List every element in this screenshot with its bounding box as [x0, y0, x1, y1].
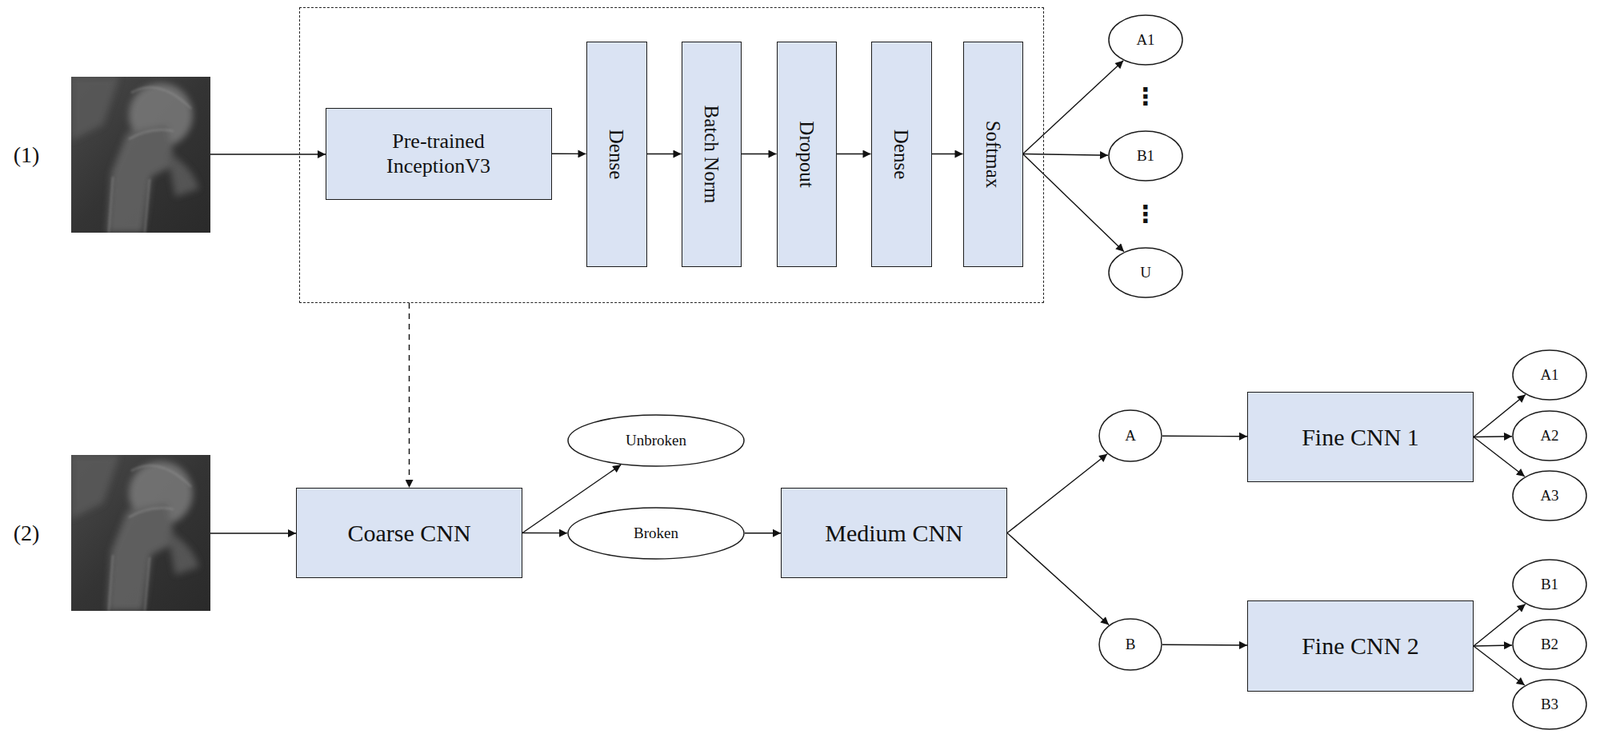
connector-arrow — [932, 153, 964, 155]
node-label: A1 — [1540, 366, 1559, 385]
class-ellipse: A3 — [1512, 470, 1588, 522]
class-ellipse: B — [1098, 618, 1163, 672]
class-ellipse: A1 — [1108, 14, 1184, 66]
node-label: B1 — [1540, 576, 1559, 595]
row-number: (2) — [13, 520, 40, 548]
process-box: Fine CNN 1 — [1247, 392, 1474, 483]
input-arrow — [210, 532, 296, 534]
node-label: Softmax — [980, 120, 1005, 188]
class-ellipse: Unbroken — [567, 414, 745, 468]
node-label: A3 — [1540, 487, 1559, 506]
node-label: Dropout — [794, 120, 819, 188]
node-label: B2 — [1540, 636, 1559, 655]
connector-arrow — [1023, 60, 1124, 155]
layer-box: Dense — [586, 41, 648, 268]
connector-arrow — [1023, 154, 1109, 156]
connector-arrow — [552, 153, 587, 155]
node-label: Dense — [604, 128, 628, 179]
row-number: (1) — [13, 141, 40, 169]
connector-arrow — [1473, 645, 1512, 647]
label-slot: ⋮ — [1133, 200, 1158, 229]
class-ellipse: A1 — [1512, 349, 1588, 401]
label-slot: (2) — [13, 520, 40, 548]
class-ellipse: Broken — [567, 507, 745, 560]
layer-box: Batch Norm — [681, 41, 742, 268]
ellipsis-dots: ⋮ — [1133, 200, 1158, 229]
class-ellipse: U — [1108, 247, 1184, 299]
class-ellipse: B2 — [1512, 619, 1588, 671]
node-label: U — [1140, 264, 1152, 283]
connector-arrow — [1162, 436, 1248, 438]
connector-arrow — [408, 303, 410, 488]
node-label: B — [1125, 636, 1136, 655]
node-label: A2 — [1540, 427, 1559, 446]
connector-arrow — [522, 532, 568, 535]
process-box: Medium CNN — [780, 488, 1008, 579]
connector-arrow — [1162, 644, 1248, 647]
model-group: Pre-trained InceptionV3 Dense Batch Norm Dr… — [299, 7, 1044, 304]
node-label: Unbroken — [625, 432, 687, 451]
connector-arrow — [744, 532, 781, 534]
connector-arrow — [1473, 436, 1512, 438]
node-label: A1 — [1136, 31, 1155, 50]
class-ellipse: A2 — [1512, 410, 1588, 462]
node-label: Broken — [633, 524, 679, 544]
layer-box: Dropout — [776, 41, 837, 268]
connector-arrow — [1007, 454, 1108, 534]
ellipsis-dots: ⋮ — [1133, 82, 1158, 112]
label-slot: (1) — [13, 141, 40, 169]
class-ellipse: A — [1098, 409, 1163, 463]
layer-box: Dense — [871, 41, 932, 268]
node-label: Fine CNN 1 — [1301, 423, 1420, 452]
connector-arrow — [1023, 154, 1124, 252]
connector-arrow — [1007, 533, 1109, 626]
connector-arrow — [647, 153, 682, 155]
connector-arrow — [836, 153, 872, 155]
process-box: Coarse CNN — [296, 488, 523, 579]
process-box: Pre-trained InceptionV3 — [325, 108, 552, 200]
connector-arrow — [741, 153, 777, 155]
node-label: Fine CNN 2 — [1301, 632, 1420, 661]
node-label: Medium CNN — [824, 519, 964, 548]
class-ellipse: B3 — [1512, 679, 1588, 731]
label-slot: ⋮ — [1133, 82, 1158, 112]
node-label: Dense — [888, 128, 913, 179]
input-arrow — [210, 153, 326, 155]
layer-box: Softmax — [963, 41, 1024, 268]
class-ellipse: B1 — [1108, 130, 1184, 182]
xray-image — [71, 76, 211, 233]
node-label: A — [1124, 427, 1136, 446]
node-label: Batch Norm — [699, 104, 724, 204]
class-ellipse: B1 — [1512, 559, 1588, 611]
node-label: B1 — [1136, 147, 1155, 166]
node-label: Coarse CNN — [347, 519, 471, 548]
xray-image — [71, 455, 211, 612]
node-label: B3 — [1540, 696, 1559, 715]
process-box: Fine CNN 2 — [1247, 600, 1474, 692]
node-label: Pre-trained InceptionV3 — [362, 128, 515, 179]
